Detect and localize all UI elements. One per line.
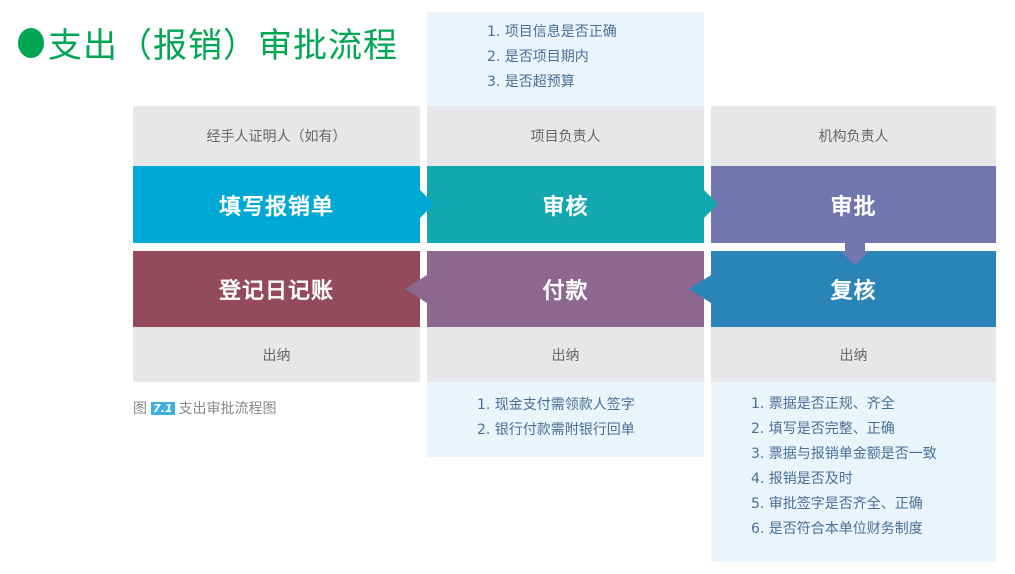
role-cashier: 出纳	[133, 327, 420, 382]
step-journal: 登记日记账	[133, 251, 420, 327]
note-item: 3. 票据与报销单金额是否一致	[751, 446, 937, 462]
note-item: 2. 是否项目期内	[487, 49, 589, 65]
step-payment: 付款	[427, 251, 704, 327]
note-item: 1. 现金支付需领款人签字	[477, 397, 635, 413]
note-item: 1. 票据是否正规、齐全	[751, 396, 895, 412]
arrow-right-icon	[704, 190, 718, 218]
arrow-down-stem	[845, 243, 865, 253]
note-item: 4. 报销是否及时	[751, 471, 853, 487]
role-cashier: 出纳	[711, 327, 996, 382]
arrow-down-icon	[840, 251, 870, 265]
arrow-left-icon	[689, 275, 711, 303]
page-title: 支出（报销）审批流程	[18, 18, 398, 67]
role-cashier: 出纳	[427, 327, 704, 382]
note-item: 1. 项目信息是否正确	[487, 24, 617, 40]
note-recheck: 1. 票据是否正规、齐全 2. 填写是否完整、正确 3. 票据与报销单金额是否一…	[711, 382, 996, 562]
figure-number: 7.1	[151, 401, 175, 415]
bullet-dot-icon	[18, 27, 44, 58]
note-review: 1. 项目信息是否正确 2. 是否项目期内 3. 是否超预算	[427, 12, 704, 106]
note-item: 6. 是否符合本单位财务制度	[751, 521, 923, 537]
step-fill-form: 填写报销单	[133, 166, 420, 243]
caption-prefix: 图	[133, 401, 147, 417]
step-approve: 审批	[711, 166, 996, 243]
note-item: 2. 填写是否完整、正确	[751, 421, 895, 437]
role-project-lead: 项目负责人	[427, 106, 704, 166]
note-payment: 1. 现金支付需领款人签字 2. 银行付款需附银行回单	[427, 382, 704, 457]
role-handler: 经手人证明人（如有）	[133, 106, 420, 166]
step-review: 审核	[427, 166, 704, 243]
role-org-lead: 机构负责人	[711, 106, 996, 166]
note-item: 5. 审批签字是否齐全、正确	[751, 496, 923, 512]
caption-text: 支出审批流程图	[178, 401, 277, 417]
arrow-right-icon	[420, 190, 434, 218]
pointer-icon	[558, 100, 570, 106]
title-text: 支出（报销）审批流程	[48, 26, 398, 66]
arrow-left-icon	[405, 275, 427, 303]
figure-caption: 图 7.1 支出审批流程图	[133, 398, 277, 418]
note-item: 3. 是否超预算	[487, 74, 575, 90]
note-item: 2. 银行付款需附银行回单	[477, 422, 635, 438]
